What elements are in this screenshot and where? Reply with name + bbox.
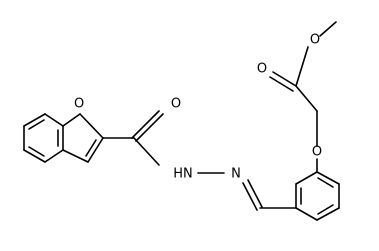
bond [295, 207, 318, 221]
double-bond [247, 179, 263, 208]
double-bond [131, 110, 160, 139]
ester-carbonyl-oxygen-label: O [257, 62, 267, 77]
bond [316, 207, 340, 221]
atom-labels: O O HN N O O O [74, 33, 322, 182]
double-bond-inner [317, 204, 334, 215]
bond [62, 113, 81, 127]
ester-oxygen-label: O [310, 33, 320, 48]
double-bond [135, 113, 164, 142]
bond [295, 171, 318, 185]
double-bond-inner [317, 177, 334, 188]
ring-oxygen-label: O [74, 97, 84, 112]
bond [295, 85, 318, 112]
bond [319, 21, 337, 37]
bond [23, 149, 46, 163]
bond [44, 149, 64, 163]
bond [79, 113, 104, 139]
bond [87, 137, 104, 163]
bond [133, 137, 160, 166]
phenyl-ring [295, 171, 340, 221]
double-bond [272, 71, 297, 87]
bond [295, 46, 309, 87]
benzofuran-benzene-ring [23, 113, 64, 163]
double-bond-inner [85, 139, 97, 157]
oxyacetate-chain [269, 21, 337, 173]
double-bond [269, 76, 294, 92]
double-bond-inner [28, 119, 45, 130]
imine-nitrogen-label: N [231, 167, 241, 182]
hydrazide-nh-label: HN [173, 167, 193, 182]
bond [44, 113, 64, 127]
bond [316, 171, 340, 185]
bond [62, 149, 89, 163]
amide-oxygen-label: O [171, 97, 181, 112]
double-bond [242, 182, 258, 211]
ether-oxygen-label: O [312, 145, 322, 160]
benzofuran-furan-ring [62, 113, 104, 163]
hydrazone-linker [102, 110, 297, 211]
bond [23, 113, 46, 127]
double-bond-inner [28, 146, 45, 157]
